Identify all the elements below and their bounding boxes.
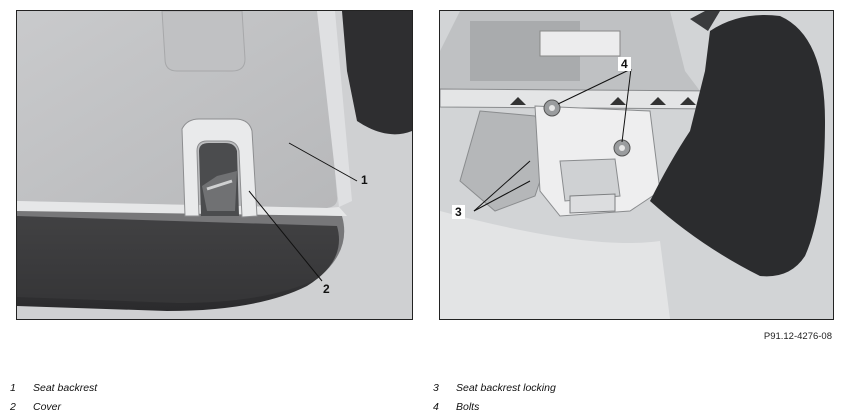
legend-number: 1 bbox=[10, 382, 16, 394]
legend-text: Seat backrest locking bbox=[456, 382, 556, 394]
legend-number: 4 bbox=[433, 401, 439, 413]
callout-4-label: 4 bbox=[618, 57, 631, 71]
callout-3-label: 3 bbox=[452, 205, 465, 219]
seat-backrest-drawing bbox=[17, 11, 412, 319]
illustration-right-backrest-locking bbox=[439, 10, 834, 320]
callout-1-label: 1 bbox=[361, 173, 368, 187]
figure-reference-code: P91.12-4276-08 bbox=[763, 331, 832, 342]
legend-text: Seat backrest bbox=[33, 382, 98, 394]
illustration-left-seat-backrest bbox=[16, 10, 413, 320]
backrest-locking-drawing bbox=[440, 11, 833, 319]
legend-text: Cover bbox=[33, 401, 62, 413]
legend-number: 3 bbox=[433, 382, 439, 394]
seat-backrest-shape bbox=[17, 11, 338, 208]
legend-text: Bolts bbox=[456, 401, 480, 413]
legend-number: 2 bbox=[10, 401, 16, 413]
callout-2-label: 2 bbox=[323, 282, 330, 296]
cover-shape bbox=[181, 118, 258, 218]
